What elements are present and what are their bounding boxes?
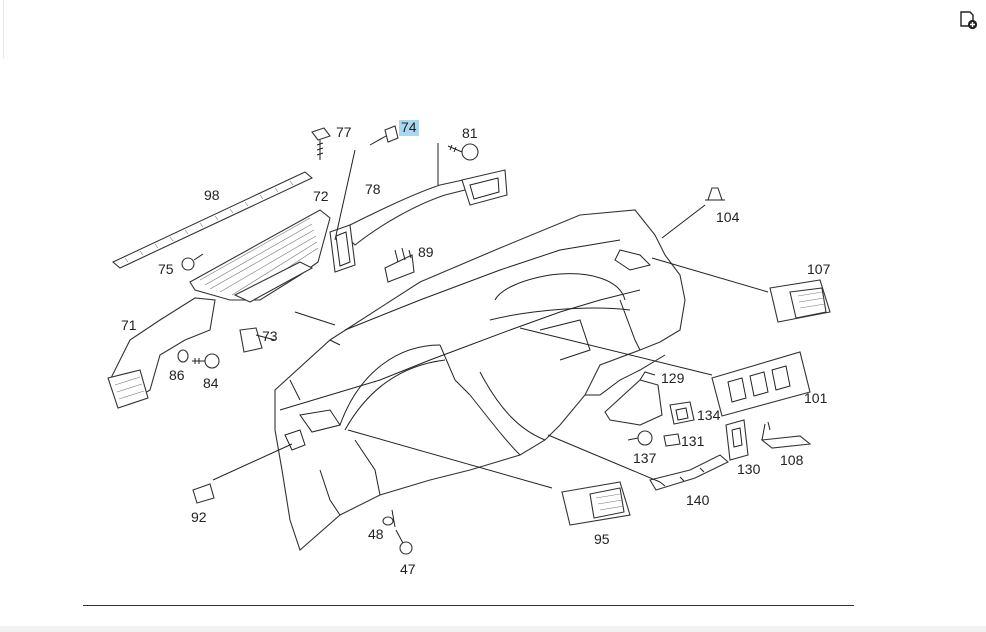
part-72-center-duct xyxy=(189,209,331,303)
part-107-vent xyxy=(769,279,831,323)
part-137-screw xyxy=(627,430,653,446)
part-label-104[interactable]: 104 xyxy=(716,209,740,225)
part-label-134[interactable]: 134 xyxy=(697,407,721,423)
part-71-duct xyxy=(107,297,216,409)
part-77-screw xyxy=(311,127,331,160)
add-page-icon xyxy=(960,11,978,30)
part-140-bracket xyxy=(649,454,729,491)
bottom-strip xyxy=(0,626,986,632)
part-label-129[interactable]: 129 xyxy=(661,370,685,386)
part-label-75[interactable]: 75 xyxy=(158,261,174,277)
part-95-vent xyxy=(561,481,631,526)
part-label-95[interactable]: 95 xyxy=(594,531,610,547)
part-label-107[interactable]: 107 xyxy=(807,261,831,277)
part-label-84[interactable]: 84 xyxy=(203,375,219,391)
part-129-panel xyxy=(604,371,663,426)
part-84-screw xyxy=(192,353,220,369)
part-134-switch xyxy=(669,401,695,425)
part-73-sensor xyxy=(239,327,276,353)
part-label-78[interactable]: 78 xyxy=(365,181,381,197)
part-101-switch-panel xyxy=(711,351,811,417)
part-label-140[interactable]: 140 xyxy=(686,492,710,508)
part-47-screw xyxy=(395,529,413,555)
dashboard-body xyxy=(274,209,686,551)
part-78-air-guide xyxy=(329,169,508,273)
part-label-101[interactable]: 101 xyxy=(804,390,828,406)
label-74-highlight xyxy=(399,120,419,136)
part-104-plug xyxy=(705,187,725,201)
part-label-89[interactable]: 89 xyxy=(418,244,434,260)
part-108-bracket xyxy=(760,421,812,449)
part-74-clip xyxy=(369,125,399,146)
part-75-knob xyxy=(181,253,204,271)
part-label-72[interactable]: 72 xyxy=(313,188,329,204)
leader-lines xyxy=(212,143,769,528)
left-edge-divider xyxy=(0,0,4,58)
part-89-bracket xyxy=(384,247,415,283)
bottom-divider xyxy=(83,605,854,606)
part-label-77[interactable]: 77 xyxy=(336,124,352,140)
part-label-86[interactable]: 86 xyxy=(169,367,185,383)
part-label-81[interactable]: 81 xyxy=(462,125,478,141)
part-label-137[interactable]: 137 xyxy=(633,450,657,466)
part-label-131[interactable]: 131 xyxy=(681,433,705,449)
part-81-screw xyxy=(447,143,479,161)
part-131-clip xyxy=(663,433,681,447)
part-86-washer xyxy=(177,349,189,363)
part-label-47[interactable]: 47 xyxy=(400,561,416,577)
top-strip xyxy=(0,0,986,58)
part-label-108[interactable]: 108 xyxy=(780,452,804,468)
part-98-defroster-strip xyxy=(111,171,314,269)
part-label-73[interactable]: 73 xyxy=(262,328,278,344)
add-page-button[interactable] xyxy=(957,9,979,31)
part-48-washer xyxy=(382,516,394,526)
part-label-98[interactable]: 98 xyxy=(204,187,220,203)
part-label-71[interactable]: 71 xyxy=(121,317,137,333)
part-label-92[interactable]: 92 xyxy=(191,509,207,525)
part-label-48[interactable]: 48 xyxy=(368,526,384,542)
part-130-connector xyxy=(725,419,749,461)
part-92-clip xyxy=(192,483,215,504)
part-label-74[interactable]: 74 xyxy=(401,119,417,135)
part-label-130[interactable]: 130 xyxy=(737,461,761,477)
